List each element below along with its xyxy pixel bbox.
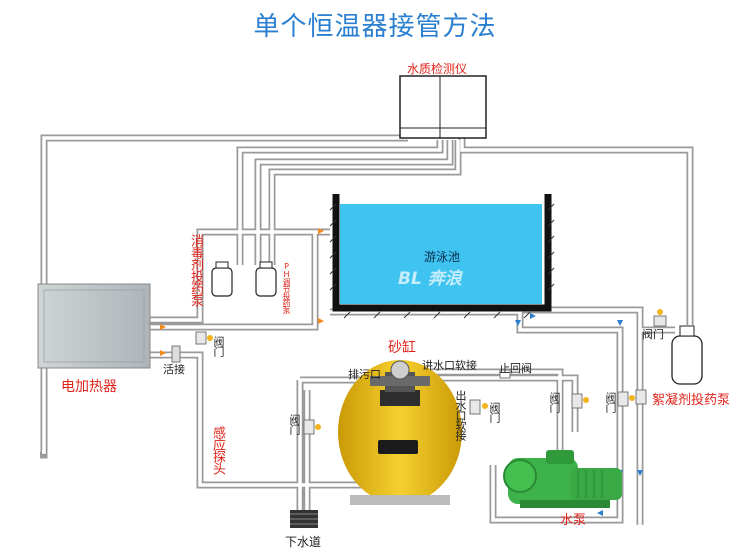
sewer-drain bbox=[290, 510, 318, 528]
ph-pump bbox=[255, 261, 277, 297]
electric-heater-label: 电加热器 bbox=[61, 379, 117, 395]
valve-label-heater: 阀门 bbox=[212, 336, 225, 356]
valve-label-pump-outlet: 阀门 bbox=[604, 392, 617, 412]
electric-heater bbox=[37, 283, 151, 369]
valve-label-outlet: 阀门 bbox=[488, 402, 501, 422]
drain-port-label: 排污口 bbox=[348, 368, 381, 381]
sand-filter bbox=[338, 360, 462, 505]
water-quality-monitor bbox=[399, 75, 487, 139]
valve-label-drain: 阀门 bbox=[288, 414, 301, 434]
water-pump bbox=[503, 450, 622, 508]
diagram-title: 单个恒温器接管方法 bbox=[253, 12, 497, 42]
sewer-label: 下水道 bbox=[285, 535, 322, 549]
valve-label-flocculant: 阀门 bbox=[642, 328, 664, 341]
pool-label: 游泳池 bbox=[424, 250, 461, 264]
water-pump-label: 水泵 bbox=[560, 513, 587, 528]
inlet-soft-joint-label: 讲水口软接 bbox=[422, 359, 477, 372]
flocculant-pump bbox=[671, 325, 703, 385]
union-label: 活接 bbox=[163, 363, 185, 376]
valve-label-pump-inlet: 阀门 bbox=[548, 392, 561, 412]
sensor-probe-label: 感应探头 bbox=[210, 426, 225, 474]
outlet-soft-joint-label: 出水口软接 bbox=[454, 390, 467, 440]
disinfectant-pump-label: 消毒剂投药泵 bbox=[188, 234, 203, 306]
brand-logo-watermark: BL 奔浪 bbox=[398, 269, 462, 289]
water-quality-monitor-label: 水质检测仪 bbox=[407, 62, 468, 76]
disinfectant-pump bbox=[211, 261, 233, 297]
ph-pump-label: PH调节投药泵 bbox=[282, 262, 291, 313]
sand-filter-label: 砂缸 bbox=[388, 340, 416, 356]
check-valve-label: 止回阀 bbox=[499, 362, 532, 375]
swimming-pool bbox=[329, 194, 555, 319]
valves bbox=[171, 315, 667, 435]
flocculant-pump-label: 絮凝剂投药泵 bbox=[652, 393, 731, 408]
